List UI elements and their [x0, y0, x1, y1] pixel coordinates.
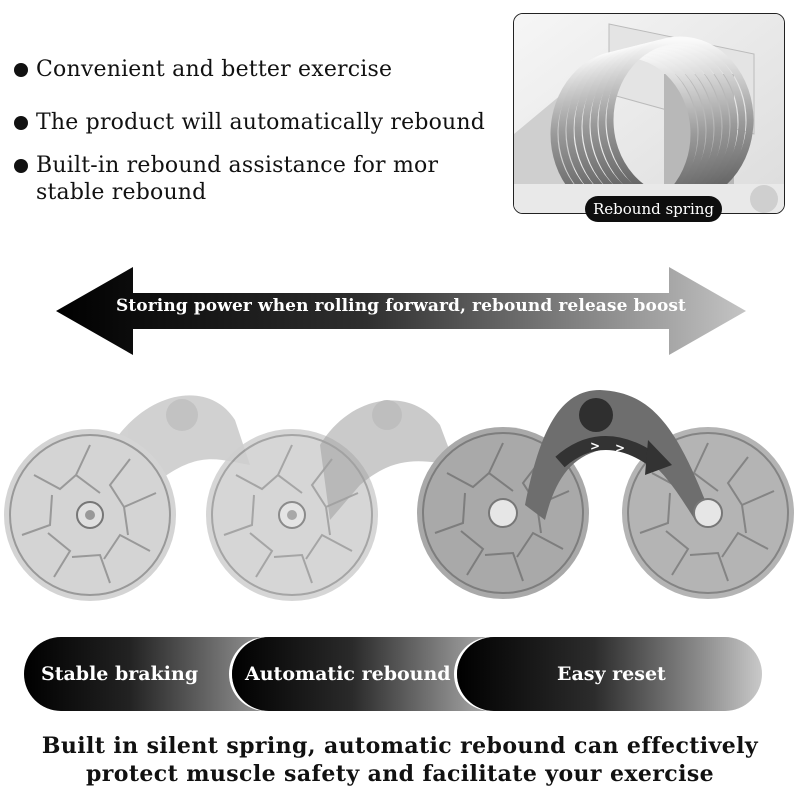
feature-label: Stable braking — [41, 663, 199, 685]
bullet-text: Convenient and better exercise — [36, 57, 393, 82]
feature-pill-easy-reset: Easy reset — [457, 637, 762, 711]
bullet-text: Built-in rebound assistance for mor stab… — [36, 153, 439, 205]
feature-label: Easy reset — [557, 663, 666, 685]
svg-text:>: > — [615, 441, 625, 455]
rebound-spring-photo — [513, 13, 785, 214]
wheel-rebound-illustration: >> — [3, 390, 795, 602]
bullet-dot-icon — [14, 63, 28, 77]
bullet-dot-icon — [14, 116, 28, 130]
bullet-item: Built-in rebound assistance for mor stab… — [14, 152, 456, 206]
bullet-dot-icon — [14, 159, 28, 173]
footer-caption: Built in silent spring, automatic reboun… — [0, 732, 800, 788]
svg-text:>: > — [590, 439, 600, 453]
feature-label: Automatic rebound — [245, 663, 451, 685]
bullet-item: Convenient and better exercise — [14, 56, 506, 83]
double-arrow-icon — [56, 267, 746, 355]
bullet-item: The product will automatically rebound — [14, 109, 506, 136]
spring-illustration — [514, 14, 784, 213]
footer-line-1: Built in silent spring, automatic reboun… — [41, 733, 759, 759]
footer-line-2: protect muscle safety and facilitate you… — [85, 761, 715, 787]
bullet-text: The product will automatically rebound — [36, 110, 486, 135]
photo-caption-badge: Rebound spring — [585, 196, 722, 222]
arrow-caption: Storing power when rolling forward, rebo… — [115, 296, 687, 316]
